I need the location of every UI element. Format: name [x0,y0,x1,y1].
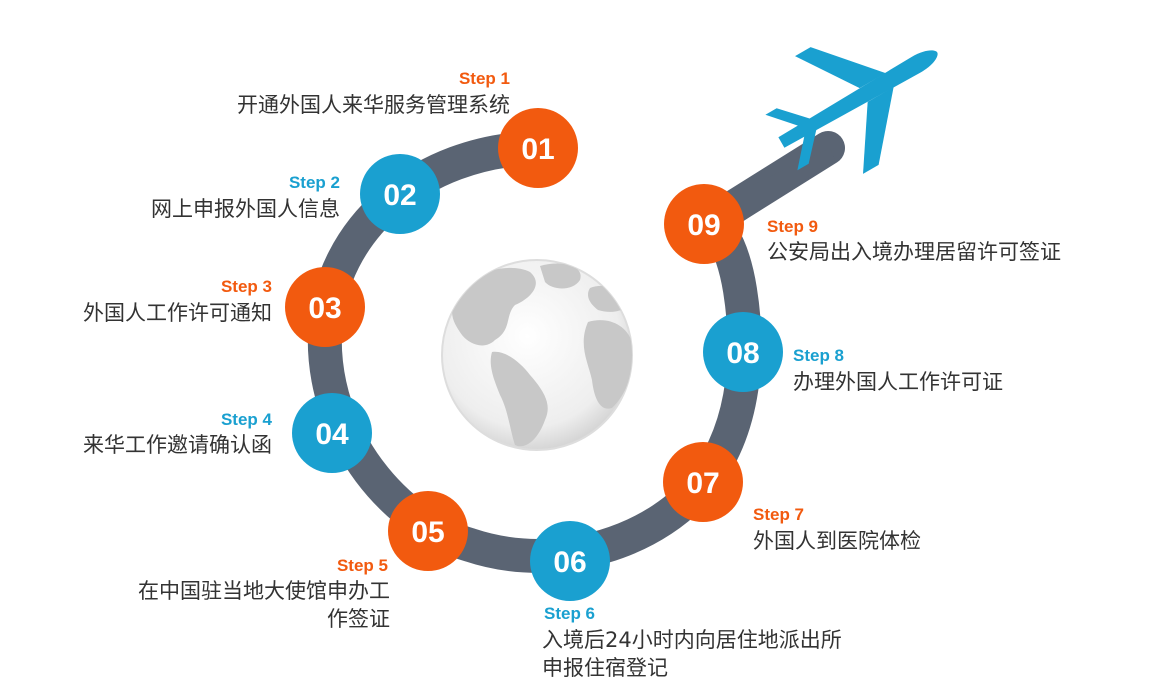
step-number: 04 [315,418,349,451]
step-8: 08 Step 8 办理外国人工作许可证 [703,312,1003,394]
step-description: 外国人到医院体检 [753,529,921,553]
step-circle [388,491,468,571]
step-9: 09 Step 9 公安局出入境办理居留许可签证 [664,184,1061,264]
step-4: 04 Step 4 来华工作邀请确认函 [83,393,372,473]
process-ring [307,131,845,573]
step-description: 外国人工作许可通知 [83,301,272,325]
step-description: 申报住宿登记 [542,656,668,680]
step-circle [703,312,783,392]
step-2: 02 Step 2 网上申报外国人信息 [151,154,440,234]
step-circle [663,442,743,522]
step-label: Step 1 [459,69,510,88]
step-circle [498,108,578,188]
steps-layer: 01 Step 1 开通外国人来华服务管理系统 02 Step 2 网上申报外国人信息 03… [83,69,1061,680]
step-number: 01 [521,133,554,166]
step-number: 02 [383,179,416,212]
step-description: 开通外国人来华服务管理系统 [237,93,510,117]
step-description: 在中国驻当地大使馆申办工 [138,579,390,603]
step-label: Step 8 [793,346,844,365]
step-description: 公安局出入境办理居留许可签证 [767,240,1061,264]
airplane-icon [765,47,938,174]
step-description: 来华工作邀请确认函 [83,433,272,457]
step-number: 09 [687,209,720,242]
step-label: Step 6 [544,604,595,623]
globe-icon [441,259,633,451]
step-number: 06 [553,546,586,579]
step-description: 作签证 [327,607,390,631]
step-description: 网上申报外国人信息 [151,197,340,221]
step-circle [292,393,372,473]
step-number: 07 [686,467,719,500]
step-number: 08 [726,337,759,370]
step-circle [285,267,365,347]
step-description: 办理外国人工作许可证 [793,370,1003,394]
step-1: 01 Step 1 开通外国人来华服务管理系统 [237,69,578,188]
step-number: 05 [411,516,444,549]
step-label: Step 5 [337,556,388,575]
step-label: Step 9 [767,217,818,236]
step-circle [530,521,610,601]
step-label: Step 4 [221,410,273,429]
step-circle [360,154,440,234]
step-circle [664,184,744,264]
step-3: 03 Step 3 外国人工作许可通知 [83,267,365,347]
step-label: Step 2 [289,173,340,192]
step-description: 入境后24小时内向居住地派出所 [542,628,842,652]
step-label: Step 7 [753,505,804,524]
step-number: 03 [308,292,341,325]
step-label: Step 3 [221,277,272,296]
